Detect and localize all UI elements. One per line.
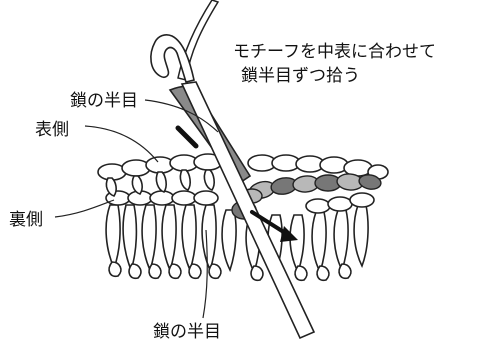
label-wrong-side: 裏側	[9, 209, 43, 230]
label-chain-half-top: 鎖の半目	[70, 91, 138, 111]
label-chain-half-bottom: 鎖の半目	[153, 322, 221, 342]
instruction-line-2: 鎖半目ずつ拾う	[241, 66, 360, 86]
label-right-side: 表側	[35, 120, 69, 140]
instruction-line-1: モチーフを中表に合わせて	[233, 42, 436, 62]
